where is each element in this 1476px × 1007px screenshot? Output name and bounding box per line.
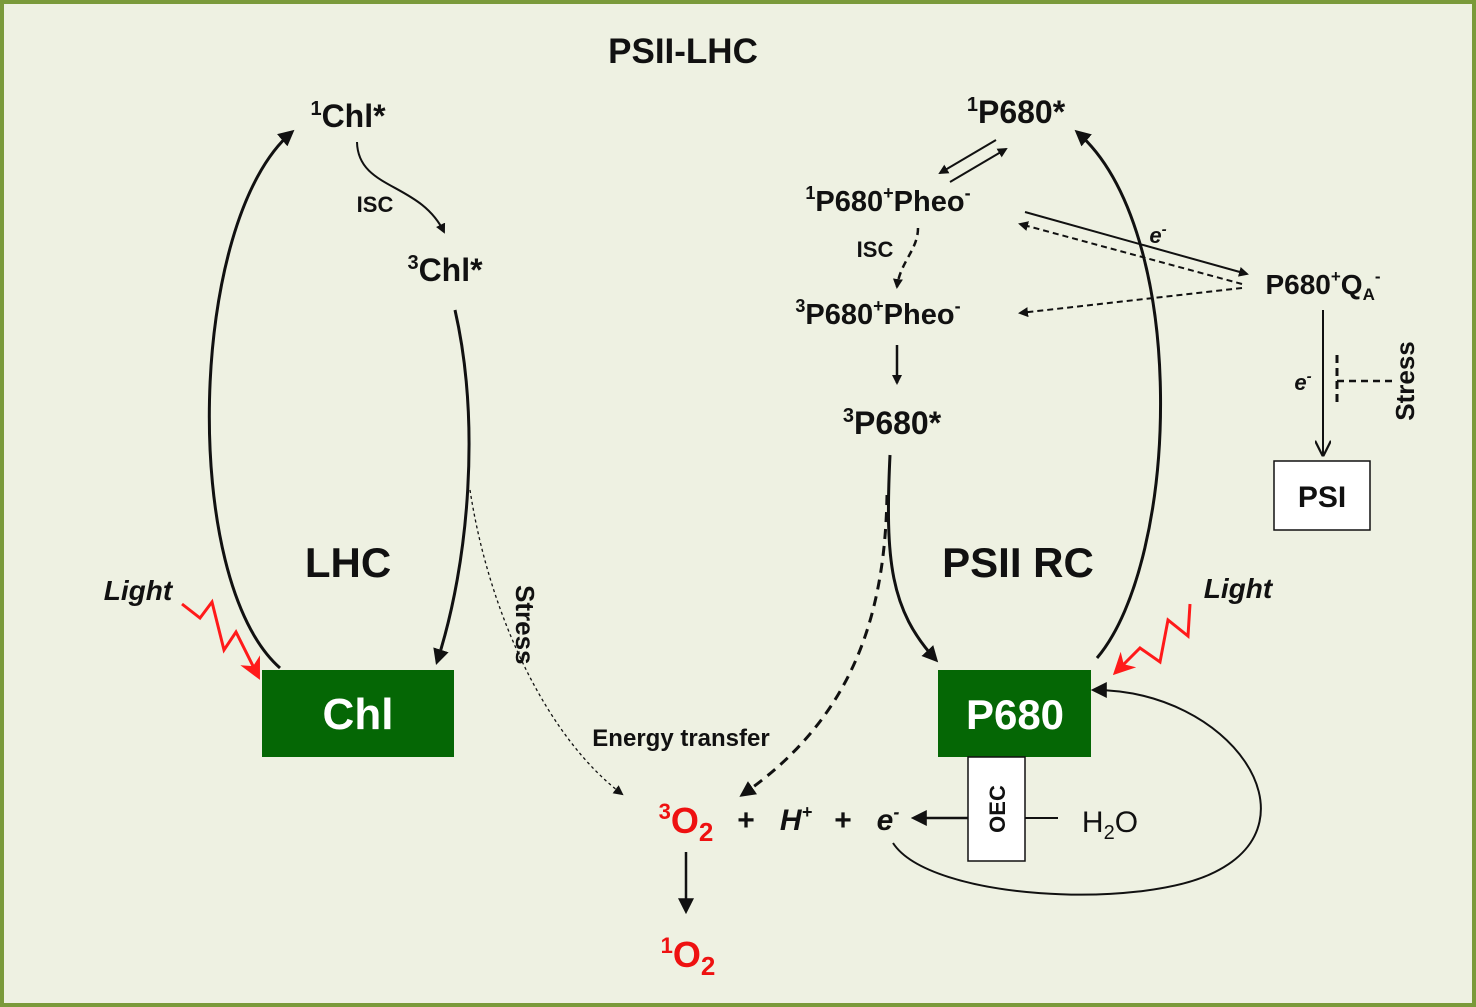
lhc-triplet-chl-label: 3Chl* bbox=[407, 252, 483, 288]
p680-singlet-label: 1P680* bbox=[967, 94, 1066, 130]
lhc-isc-arrow bbox=[356, 141, 446, 234]
diagram-title: PSII-LHC bbox=[608, 32, 758, 71]
singlet-oxygen-label: 1O2 bbox=[661, 933, 716, 981]
lhc-section-label: LHC bbox=[305, 539, 391, 586]
forward-electron-transfer-arrow bbox=[1024, 211, 1249, 277]
proton-label: H+ bbox=[780, 802, 813, 837]
p680-box bbox=[938, 670, 1091, 757]
energy-transfer-label: Energy transfer bbox=[592, 725, 769, 752]
psii-isc-arrow bbox=[892, 227, 920, 289]
lhc-excitation-arrow bbox=[207, 129, 295, 670]
oec-label: OEC bbox=[985, 785, 1010, 833]
triplet-radical-pair-label: 3P680+Pheo- bbox=[795, 296, 960, 331]
singlet-radical-pair-label: 1P680+Pheo- bbox=[805, 183, 970, 218]
psii-section-label: PSII RC bbox=[942, 539, 1094, 586]
chl-box bbox=[262, 670, 454, 757]
back-reaction-to-triplet-arrow bbox=[1018, 287, 1243, 318]
lhc-singlet-chl-label: 1Chl* bbox=[310, 98, 386, 134]
lhc-decay-arrow bbox=[433, 309, 471, 666]
plus-sign-2: + bbox=[834, 804, 852, 837]
equilibrium-arrow-up bbox=[949, 147, 1008, 183]
forward-electron-label: e- bbox=[1149, 221, 1166, 248]
water-label: H2O bbox=[1082, 806, 1138, 844]
p680-triplet-label: 3P680* bbox=[843, 405, 942, 441]
p680-qa-label: P680+QA- bbox=[1265, 267, 1380, 304]
electron-return-loop-arrow bbox=[892, 682, 1262, 896]
psii-decay-arrow bbox=[886, 454, 939, 663]
p680-box-label: P680 bbox=[966, 691, 1064, 738]
psii-light-label: Light bbox=[1204, 573, 1274, 604]
equilibrium-arrow-down bbox=[938, 139, 997, 175]
psii-light-arrow-icon bbox=[1112, 603, 1192, 676]
psii-isc-label: ISC bbox=[857, 237, 894, 262]
lhc-light-arrow-icon bbox=[181, 598, 260, 680]
p680-energy-transfer-arrow bbox=[739, 494, 889, 797]
lhc-light-label: Light bbox=[104, 575, 174, 606]
oec-box bbox=[967, 756, 1026, 862]
chl-box-label: Chl bbox=[323, 690, 394, 739]
psi-box-label: PSI bbox=[1298, 481, 1346, 514]
back-reaction-to-singlet-arrow bbox=[1018, 221, 1243, 285]
psi-stress-label: Stress bbox=[1390, 341, 1420, 421]
qa-psi-electron-label: e- bbox=[1294, 368, 1311, 395]
triplet-oxygen-label: 3O2 bbox=[659, 799, 714, 847]
lhc-isc-label: ISC bbox=[357, 192, 394, 217]
electron-label: e- bbox=[877, 802, 900, 837]
plus-sign-1: + bbox=[737, 804, 755, 837]
psi-box bbox=[1273, 460, 1371, 531]
lhc-stress-label: Stress bbox=[510, 585, 540, 665]
psii-excitation-arrow bbox=[1074, 129, 1163, 659]
